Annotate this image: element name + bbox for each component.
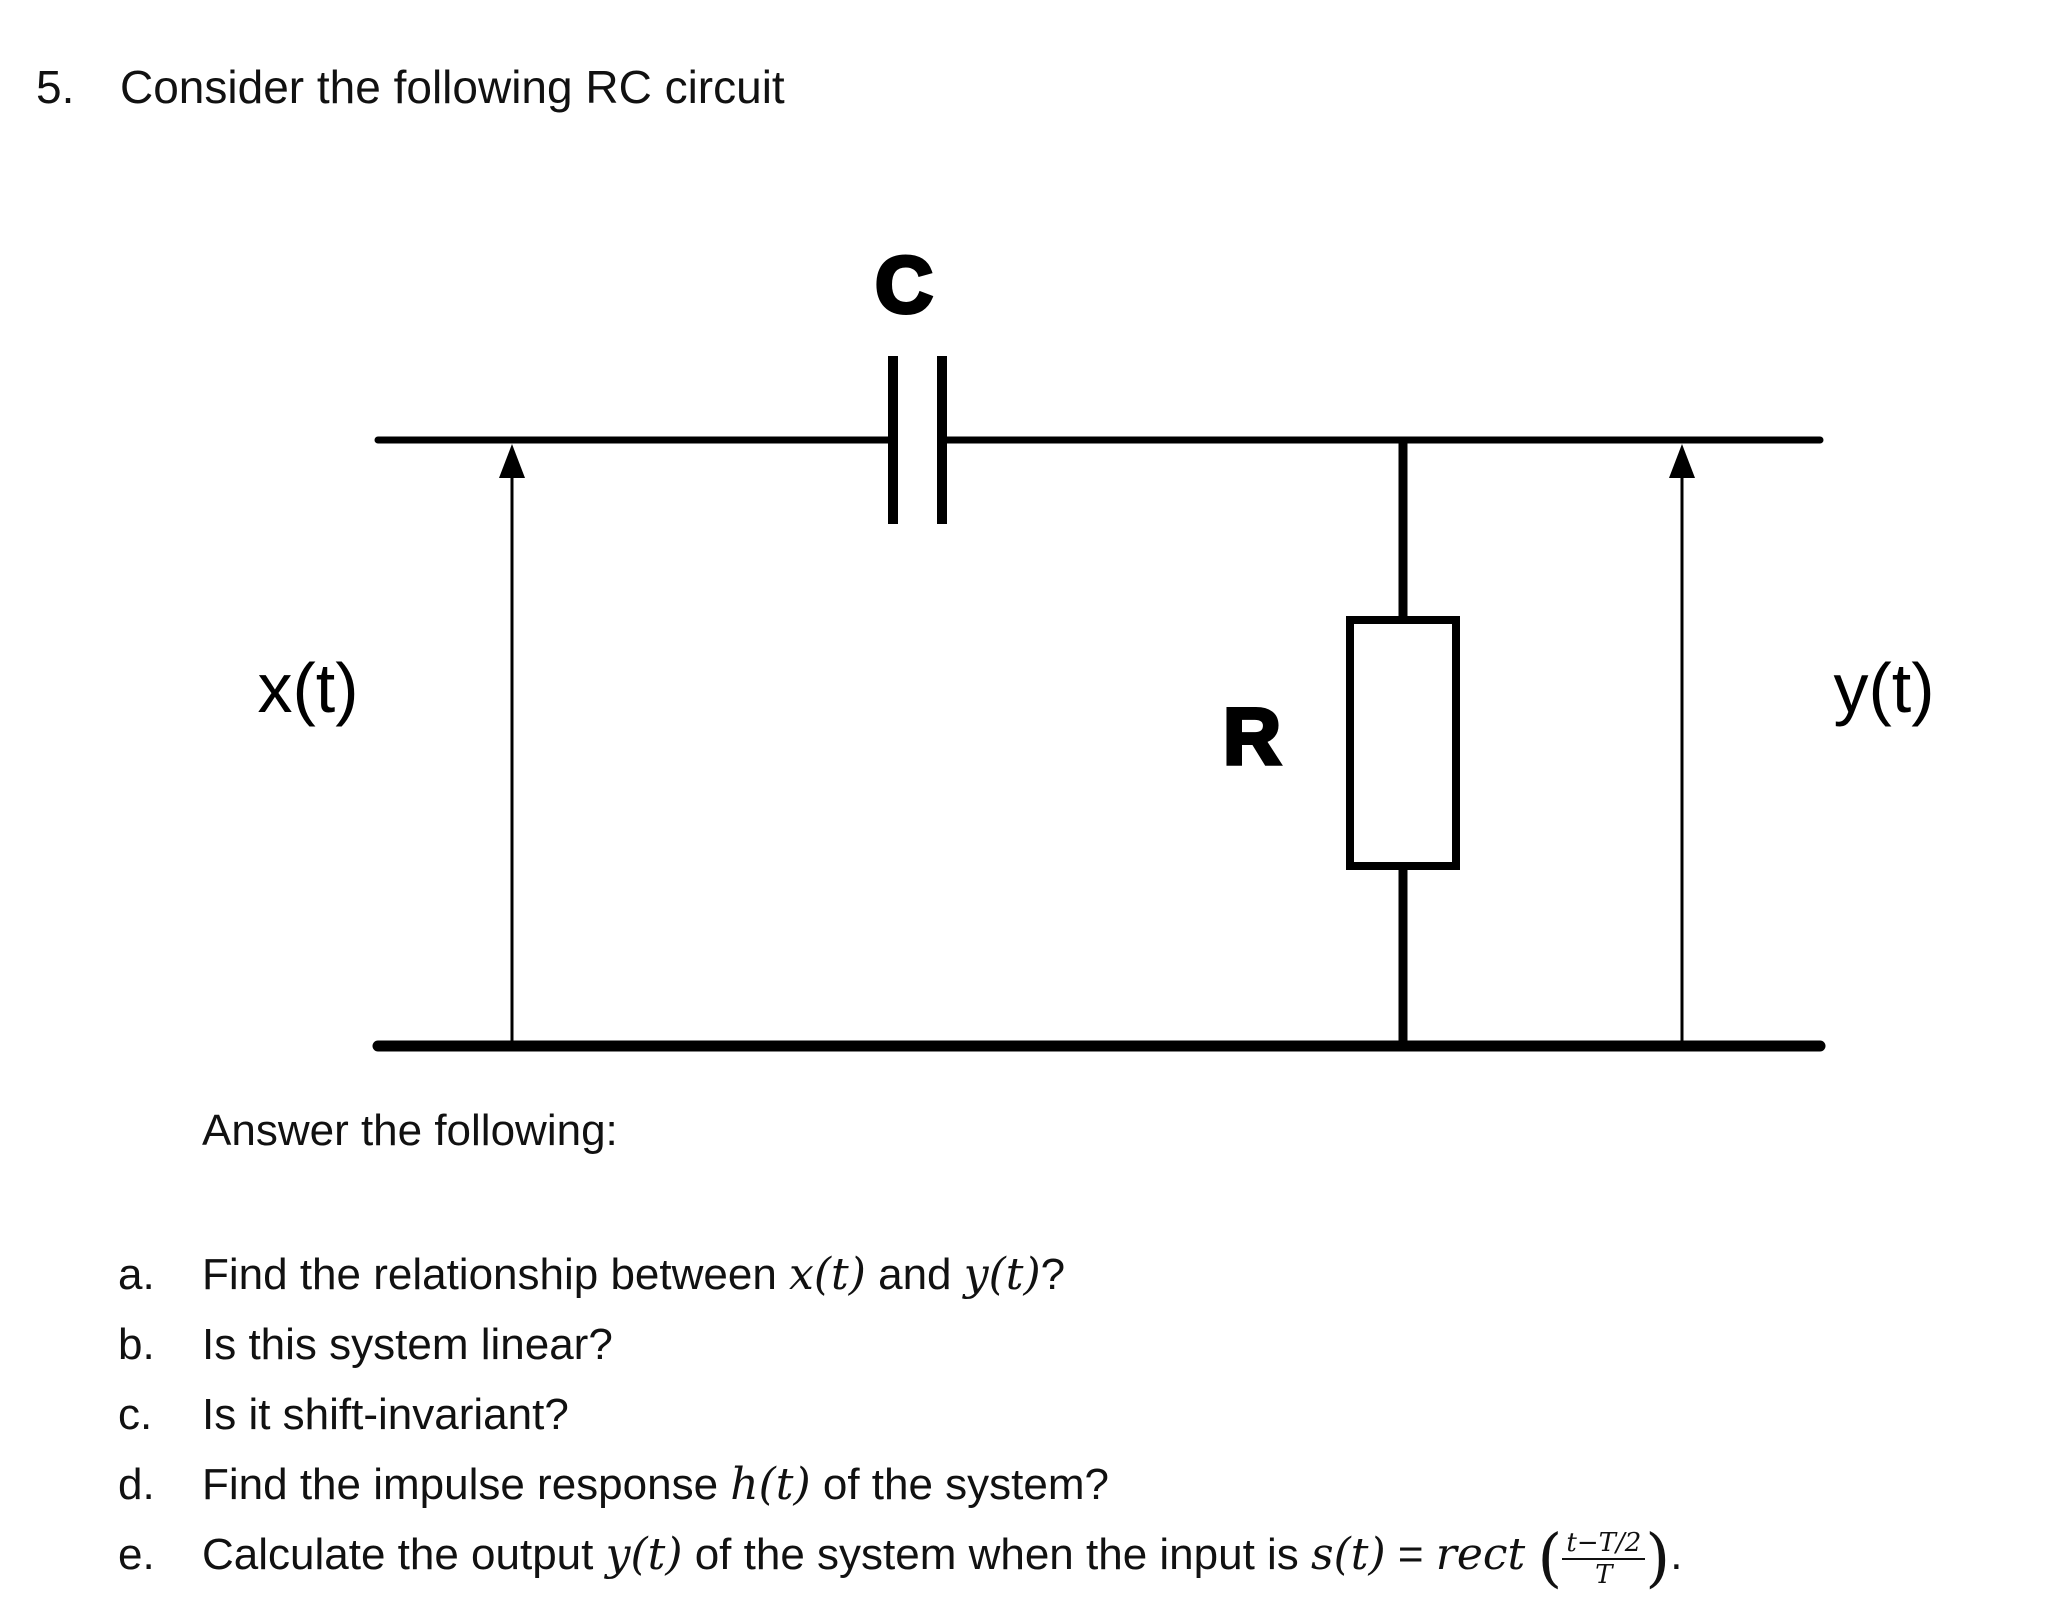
item-text: of the system? — [810, 1460, 1109, 1509]
paren-close: ) — [1645, 1521, 1671, 1596]
output-label: y(t) — [1833, 649, 1934, 727]
list-item: b. Is this system linear? — [118, 1310, 1682, 1380]
input-arrow-head — [499, 444, 525, 478]
item-text: = — [1385, 1530, 1436, 1579]
question-text: Consider the following RC circuit — [120, 61, 785, 113]
sub-question-list: a. Find the relationship between x(t) and… — [118, 1240, 1683, 1594]
item-text: ? — [1040, 1250, 1066, 1299]
item-trailing: . — [1670, 1530, 1683, 1579]
paren-open: ( — [1537, 1521, 1563, 1596]
item-marker: a. — [118, 1250, 155, 1299]
math-y: y(t) — [963, 1249, 1041, 1300]
math-y: y(t) — [605, 1529, 683, 1580]
item-marker: d. — [118, 1460, 155, 1509]
input-label: x(t) — [257, 649, 358, 727]
capacitor-label: C — [875, 240, 933, 329]
answer-heading: Answer the following: — [202, 1106, 618, 1155]
item-text: Is it shift-invariant? — [202, 1390, 569, 1439]
question-number: 5. — [36, 61, 75, 113]
item-marker: c. — [118, 1390, 153, 1439]
math-x: x(t) — [789, 1249, 866, 1300]
fraction-denominator: T — [1595, 1559, 1613, 1590]
resistor-body — [1346, 616, 1460, 870]
question-heading: 5. Consider the following RC circuit — [36, 60, 785, 115]
list-item: c. Is it shift-invariant? — [118, 1380, 1682, 1450]
output-arrow-head — [1669, 444, 1695, 478]
resistor-label: R — [1223, 692, 1281, 781]
item-text: Calculate the output — [202, 1530, 606, 1579]
item-marker: e. — [118, 1530, 155, 1579]
list-item: d. Find the impulse response h(t) of the … — [118, 1450, 1682, 1520]
math-h: h(t) — [730, 1459, 811, 1510]
list-item: a. Find the relationship between x(t) and… — [118, 1240, 1682, 1310]
item-text: Is this system linear? — [202, 1320, 613, 1369]
math-rect: rect — [1435, 1529, 1526, 1580]
fraction-numerator: t−T/2 — [1562, 1528, 1646, 1560]
item-text: of the system when the input is — [682, 1530, 1312, 1579]
item-marker: b. — [118, 1320, 155, 1369]
item-text: Find the relationship between — [202, 1250, 790, 1299]
list-item: e. Calculate the output y(t) of the syste… — [118, 1520, 1683, 1594]
math-s: s(t) — [1311, 1529, 1386, 1580]
item-text: and — [865, 1250, 964, 1299]
item-text: Find the impulse response — [202, 1460, 731, 1509]
